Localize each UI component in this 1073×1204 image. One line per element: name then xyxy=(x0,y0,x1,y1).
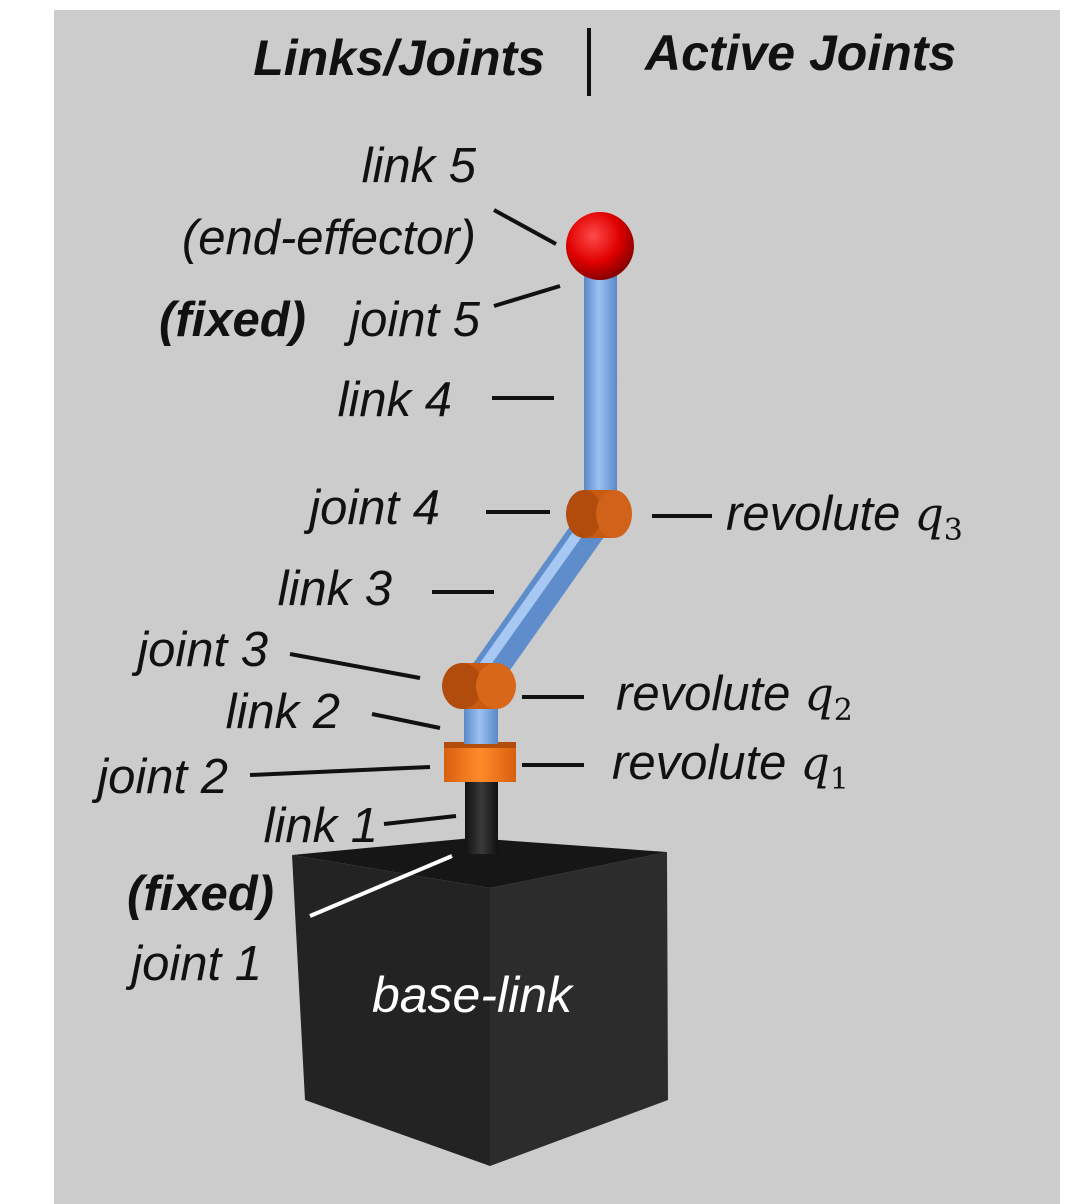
joint-3 xyxy=(442,663,516,709)
header-active-joints: Active Joints xyxy=(643,25,956,81)
label-joint-1: joint 1 xyxy=(125,937,262,991)
label-joint-2: joint 2 xyxy=(91,750,228,804)
label-joint-5: joint 5 xyxy=(343,293,481,347)
label-base-link: base-link xyxy=(372,967,575,1023)
joint-1-leader-line xyxy=(309,854,453,918)
link-1 xyxy=(465,780,498,854)
end-effector-sphere xyxy=(566,212,634,280)
base-link-cube xyxy=(292,838,668,1166)
label-end-effector: (end-effector) xyxy=(182,211,476,265)
link-4 xyxy=(584,272,617,514)
label-link-4: link 4 xyxy=(338,373,452,427)
link-3 xyxy=(461,499,615,703)
header-links-joints: Links/Joints xyxy=(253,30,545,86)
label-joint-4: joint 4 xyxy=(303,481,440,535)
label-link-5: link 5 xyxy=(362,139,477,193)
leader-lines xyxy=(249,208,712,826)
label-fixed-joint-1: (fixed) xyxy=(127,867,274,921)
label-joint-3: joint 3 xyxy=(131,623,268,677)
label-link-2: link 2 xyxy=(226,685,340,739)
joint-4 xyxy=(566,490,632,538)
label-link-3: link 3 xyxy=(278,562,392,616)
label-fixed-joint-5: (fixed) xyxy=(159,293,306,347)
label-link-1: link 1 xyxy=(264,799,378,853)
joint-2 xyxy=(444,742,516,782)
